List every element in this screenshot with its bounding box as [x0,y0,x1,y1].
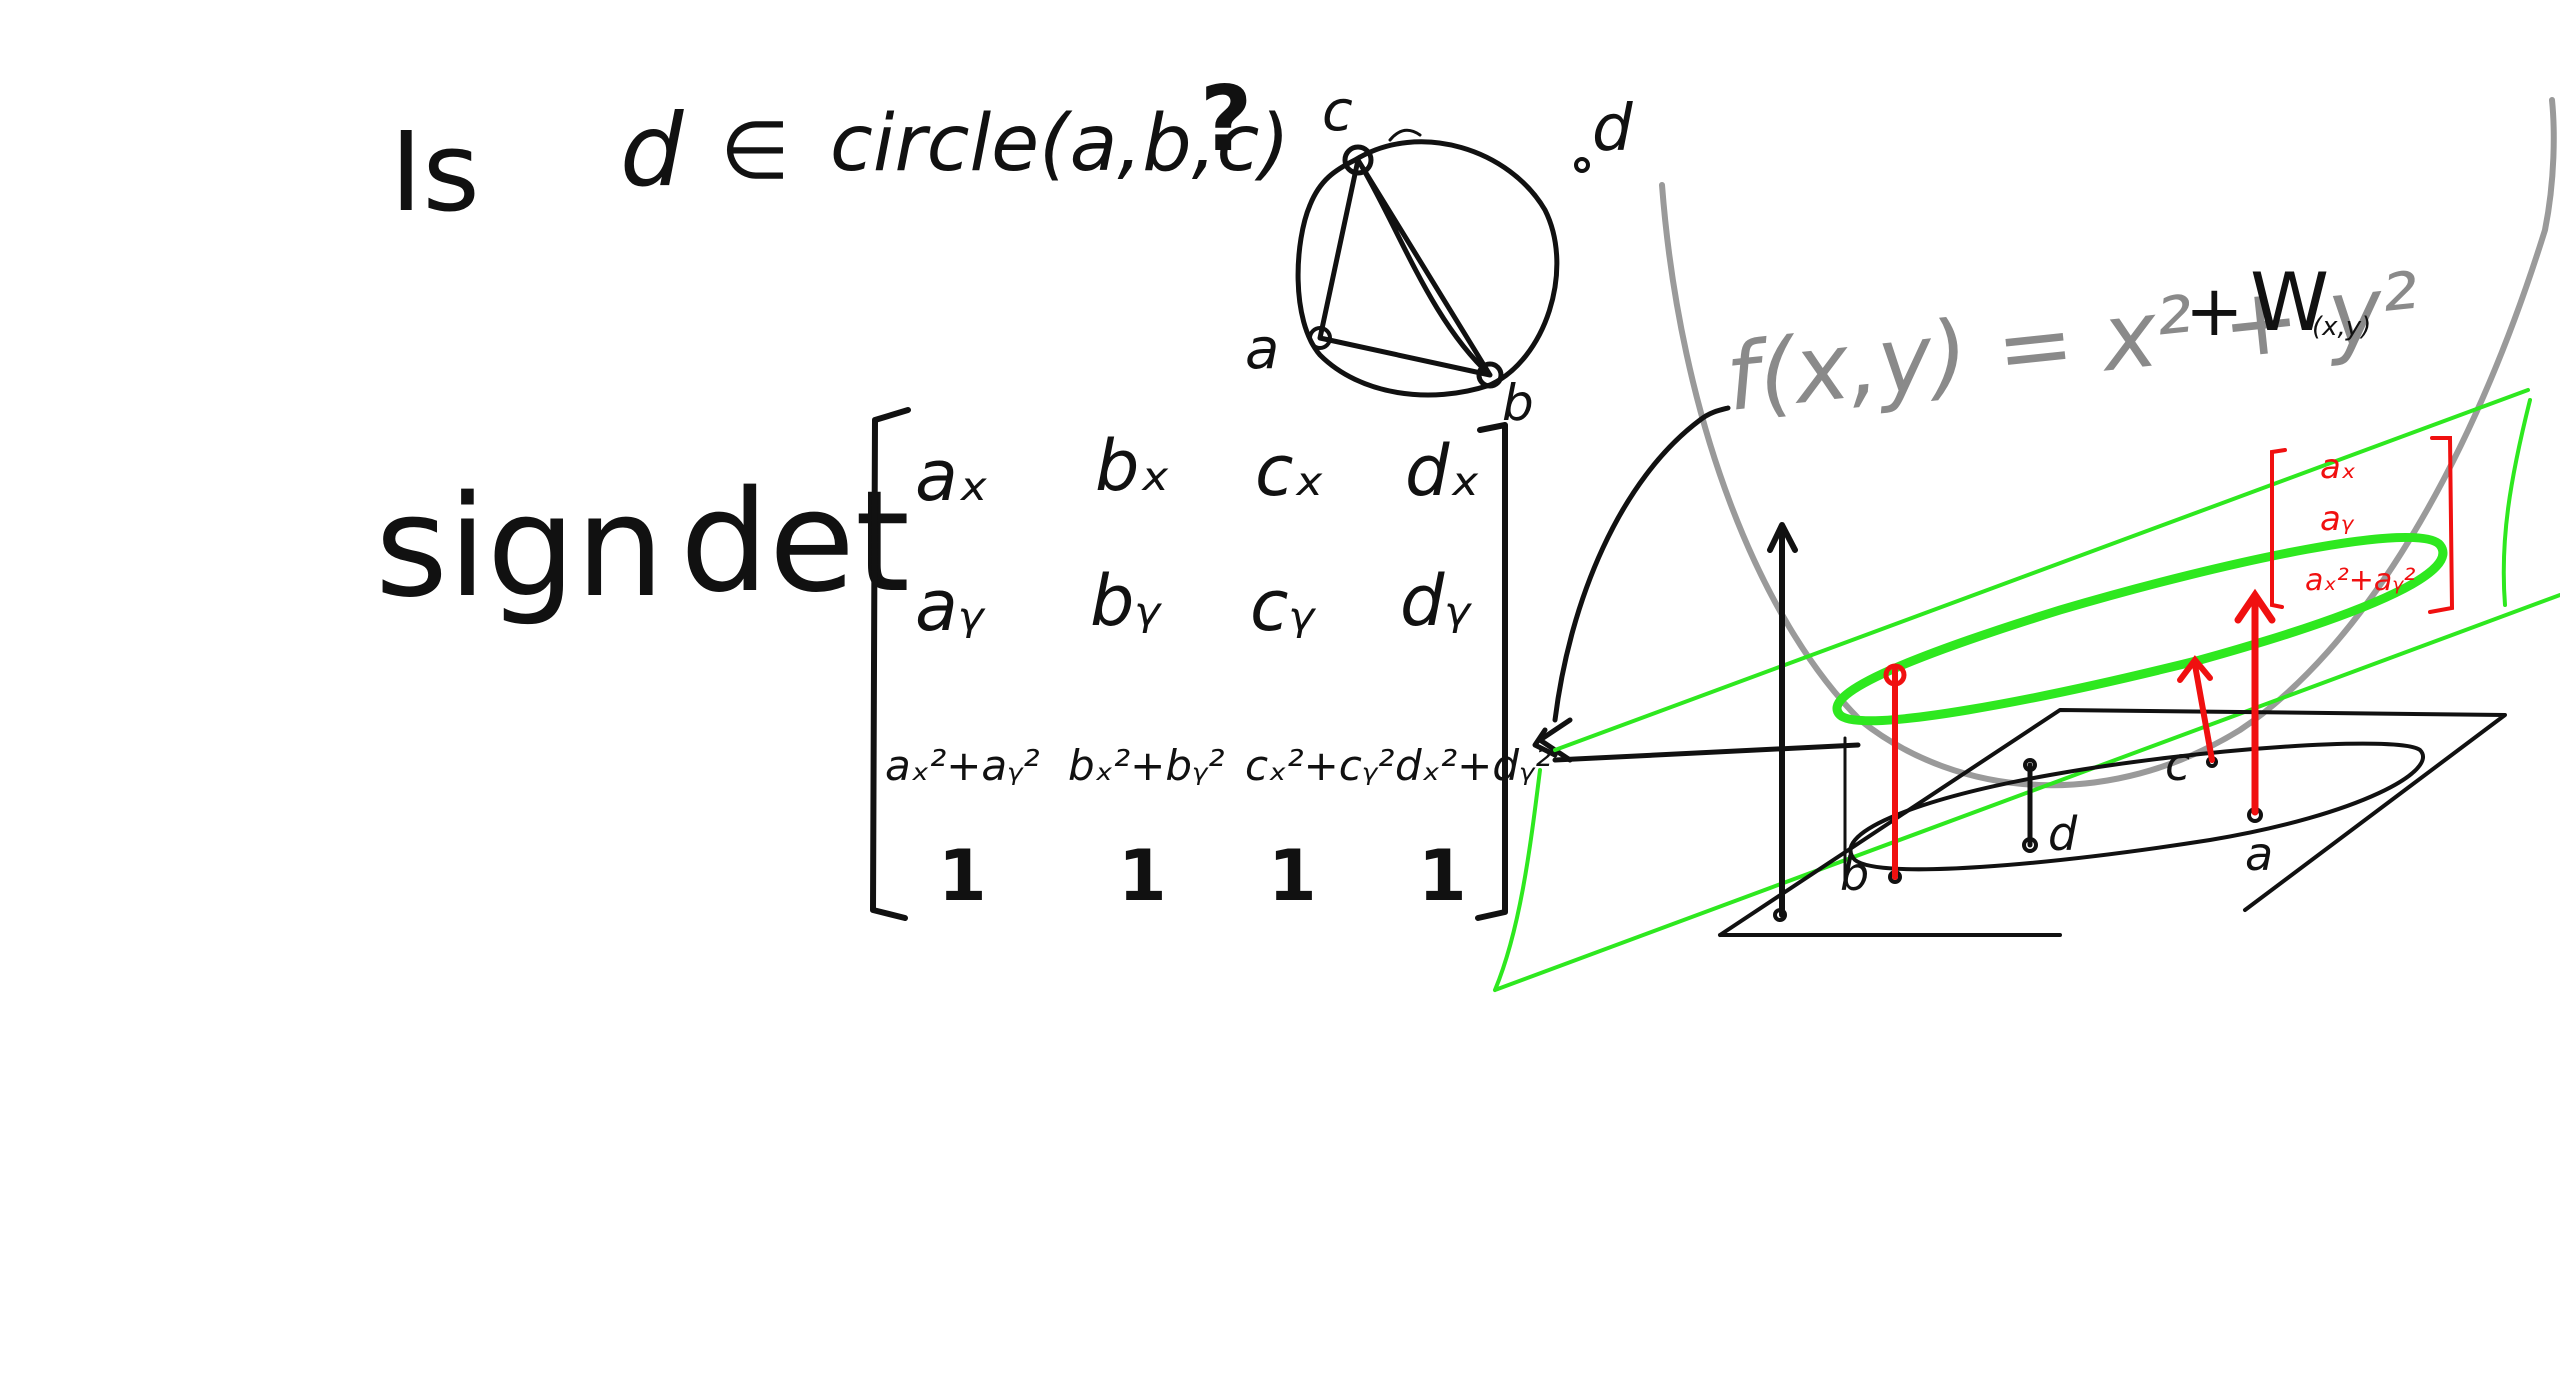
matrix-right-bracket [1475,422,1508,921]
circumcircle [1295,139,1560,398]
point-c [1342,144,1374,176]
lift-c [2177,655,2215,763]
plot-label-c: c [2165,737,2190,791]
question-d: d [620,92,684,209]
row3-arrow [1532,405,1861,763]
cell-r1c4: dₓ [1405,430,1481,512]
cell-r4c2: 1 [1118,835,1167,917]
row3-arrow-head [1537,717,1573,763]
cell-r1c1: aₓ [915,435,989,517]
lift-vector-y: aᵧ [2320,499,2355,539]
cell-r3c4: dₓ²+dᵧ² [1395,741,1552,790]
lift-arrows [1883,588,2276,880]
lift-b-top [1883,663,1907,687]
cell-r2c2: bᵧ [1090,560,1162,642]
cell-r2c3: cᵧ [1250,565,1316,647]
cell-r3c1: aₓ²+aᵧ² [885,741,1040,790]
lifting-plane [1493,388,2560,992]
circle-diagram: c a b d [1245,79,1633,432]
ground-plane-outline [1718,708,2507,937]
function-label: f(x,y) = x² + y² + W (x,y) [1721,253,2424,432]
lift-vector-left-bracket [2270,448,2287,609]
matrix-cells: aₓ bₓ cₓ dₓ aᵧ bᵧ cᵧ dᵧ aₓ²+aᵧ² bₓ²+bᵧ² … [885,425,1552,917]
projected-circle [1848,741,2425,872]
point-a [1308,326,1332,350]
label-b: b [1502,374,1534,432]
point-b [1476,361,1504,389]
plot-label-b: b [1840,847,1869,901]
lift-vector-right-bracket [2428,436,2455,614]
function-w-sub: (x,y) [2312,312,2371,342]
z-axis [1767,522,1798,918]
question-mark: ? [1200,67,1252,172]
sign-det: sign det [375,461,910,629]
question-line: Is d ∈ circle(a,b,c) ? [390,67,1290,236]
function-w: W [2250,256,2329,349]
cell-r2c1: aᵧ [915,565,986,647]
cell-r1c3: cₓ [1255,430,1325,512]
lifted-circle-ellipse [1832,532,2448,726]
plot-label-d: d [2048,807,2078,861]
plot-label-a: a [2245,827,2273,881]
point-d [1574,157,1590,173]
cell-r4c3: 1 [1268,835,1317,917]
plot-origin [1773,908,1787,922]
ground-plane: b d c a [1718,522,2507,937]
function-plus: + [2185,270,2244,352]
cell-r3c2: bₓ²+bᵧ² [1068,741,1225,790]
lift-a [2234,588,2276,816]
question-circle: circle(a,b,c) [830,99,1290,189]
question-is: Is [390,108,480,236]
c-tail [1388,128,1422,142]
cell-r3c3: cₓ²+cᵧ² [1245,741,1395,790]
cell-r1c2: bₓ [1095,425,1171,507]
cell-r2c4: dᵧ [1400,560,1472,642]
cell-r4c4: 1 [1418,835,1467,917]
label-c: c [1322,79,1353,144]
lift-vector-x: aₓ [2320,447,2356,487]
matrix-left-bracket [870,407,911,921]
lift-vector-z: aₓ²+aᵧ² [2305,563,2415,598]
paraboloid-curve [1659,97,2557,789]
label-d: d [1592,92,1633,166]
sign-word: sign [375,466,664,629]
triangle-abc [1317,157,1493,378]
question-elem: ∈ [720,104,790,197]
plot-point-d [2022,837,2038,853]
cell-r4c1: 1 [938,835,987,917]
label-a: a [1245,317,1279,382]
plot-point-d-top [2023,758,2037,772]
lift-vector: aₓ aᵧ aₓ²+aᵧ² [2270,436,2455,614]
